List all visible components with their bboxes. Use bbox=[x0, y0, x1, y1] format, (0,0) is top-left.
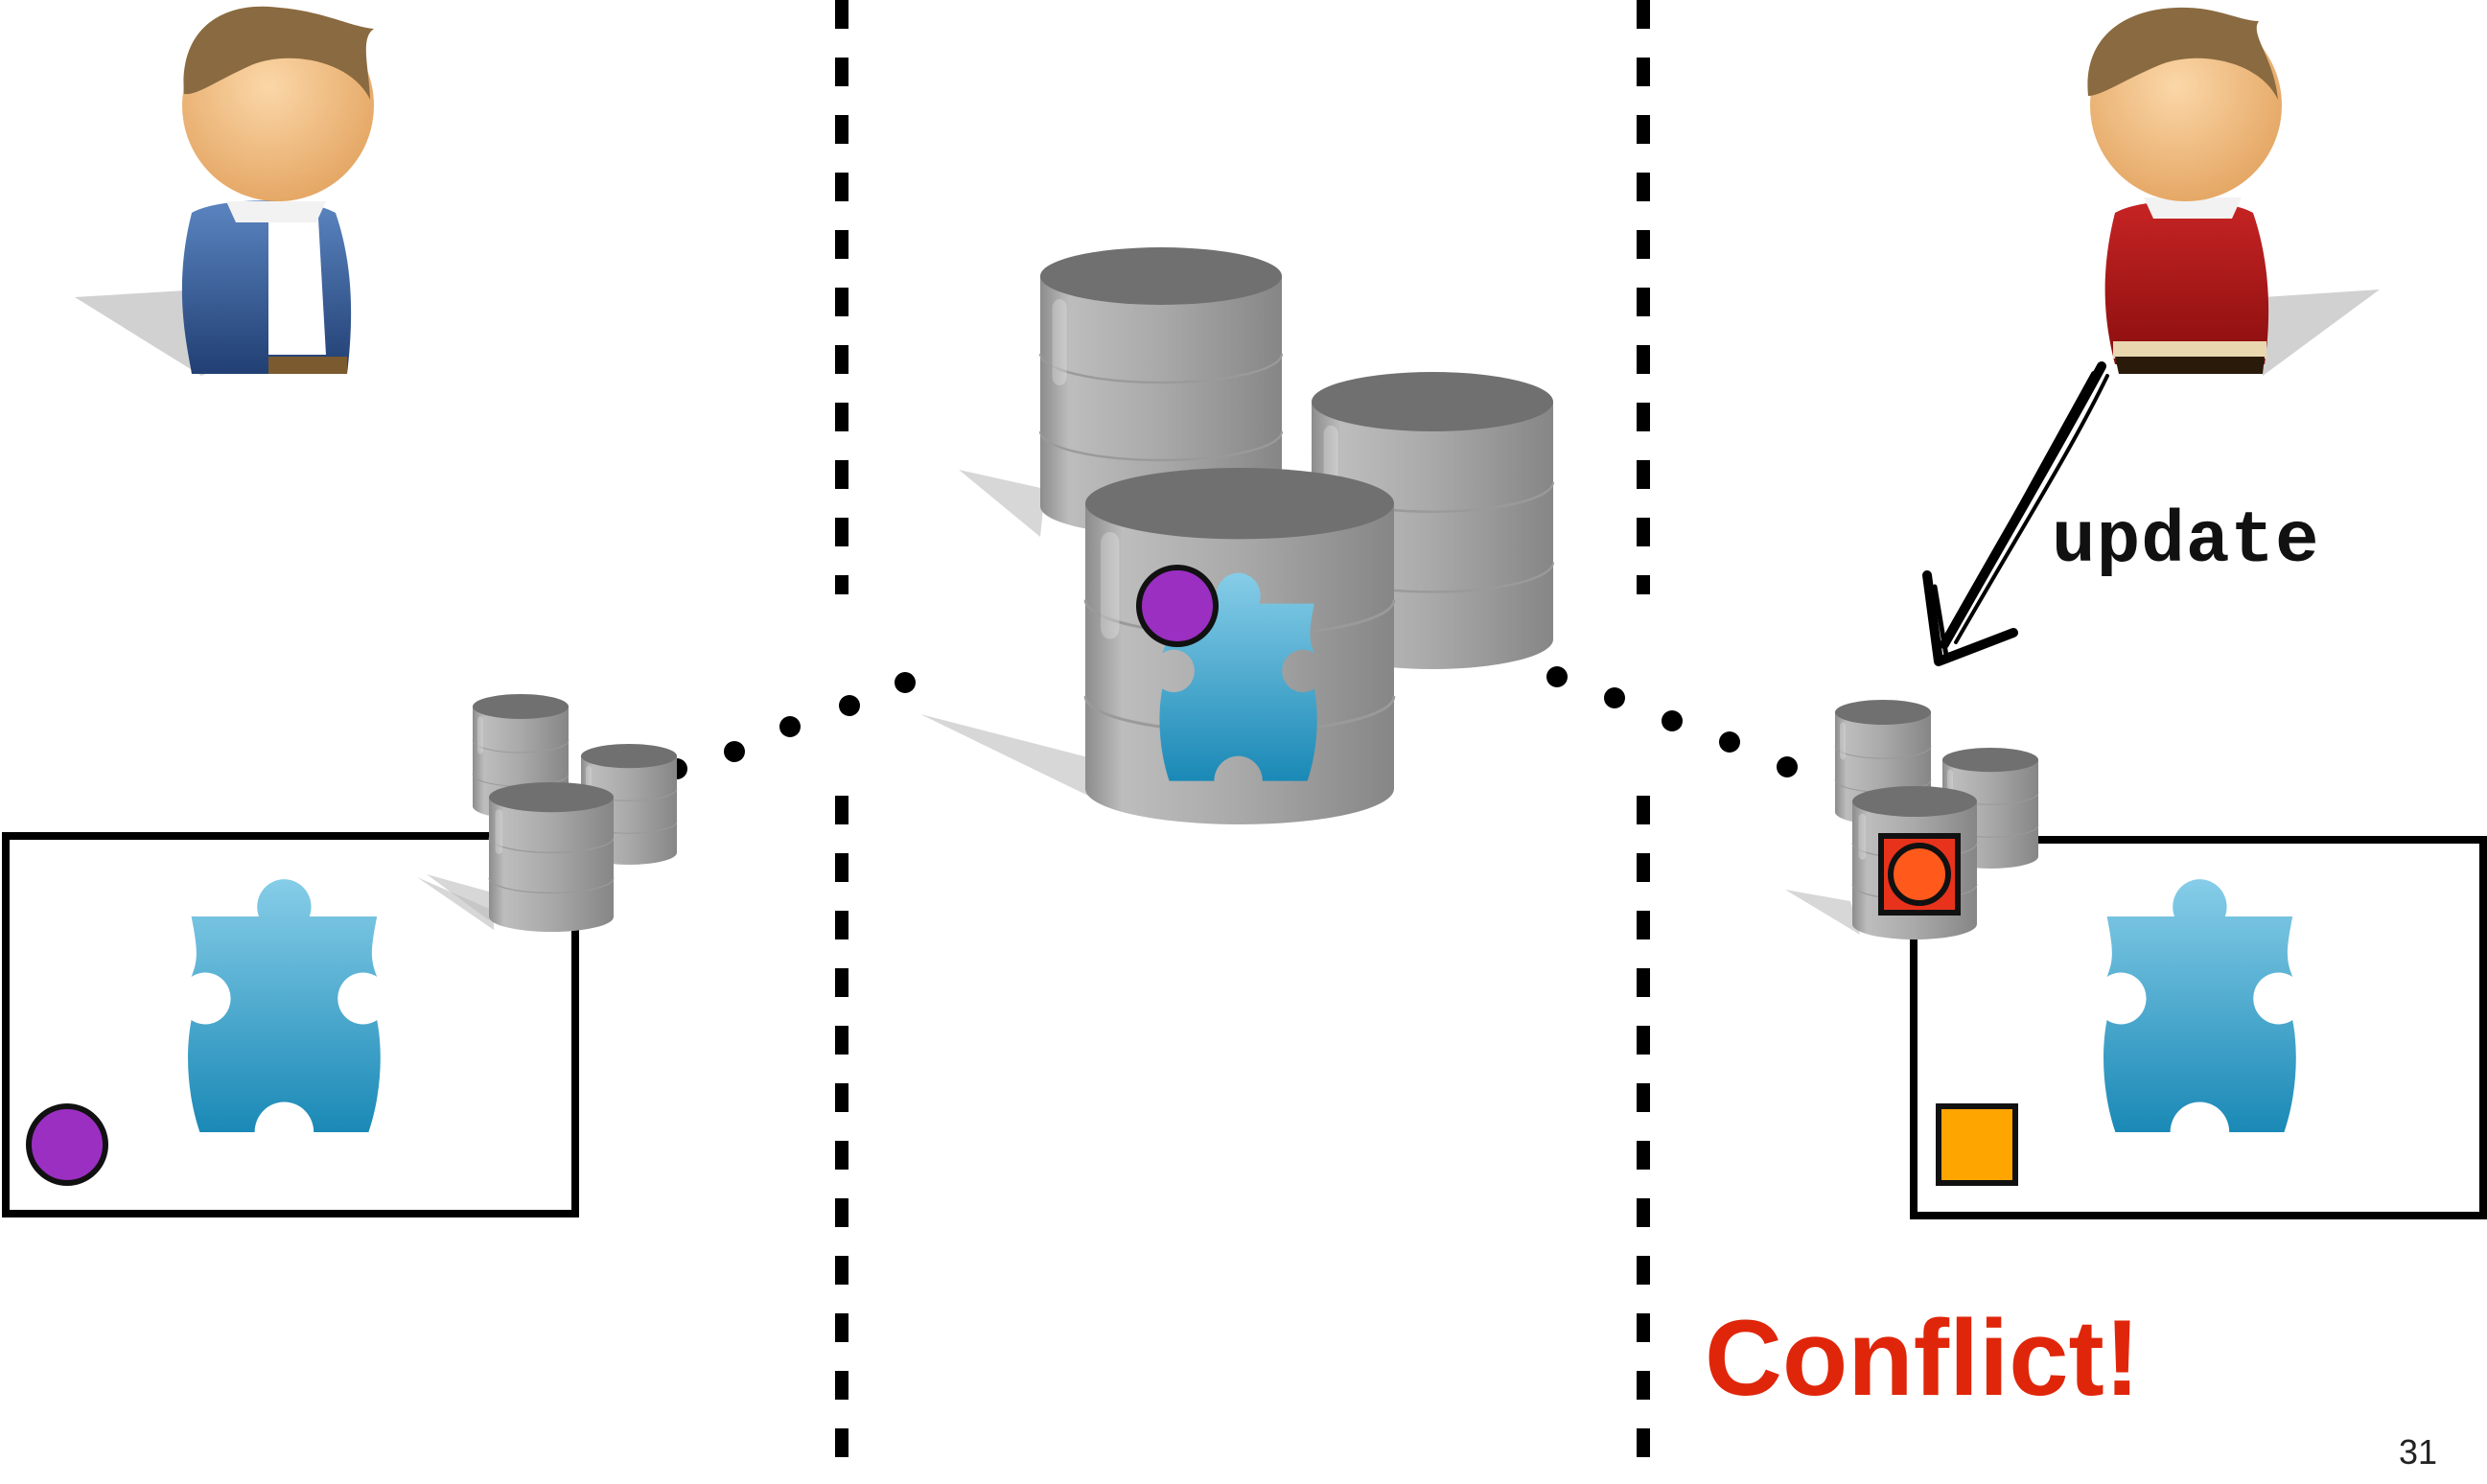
right-local-database-cluster bbox=[1785, 700, 2038, 939]
hand-drawn-arrow-icon bbox=[1922, 361, 2109, 666]
right-local-box bbox=[1910, 836, 2487, 1219]
dotted-connector-right bbox=[1546, 666, 1798, 777]
user-avatar-red-icon bbox=[2087, 7, 2380, 376]
dotted-connector-left bbox=[666, 672, 916, 779]
left-local-box bbox=[2, 832, 579, 1217]
red-circle-icon bbox=[1888, 843, 1951, 906]
puzzle-piece-icon bbox=[2103, 879, 2296, 1132]
purple-circle-icon bbox=[1136, 565, 1219, 647]
central-database-cluster bbox=[920, 247, 1553, 824]
left-local-database-cluster bbox=[417, 694, 677, 932]
conflict-label: Conflict! bbox=[1705, 1298, 2141, 1418]
purple-circle-icon bbox=[26, 1103, 108, 1186]
slide-number: 31 bbox=[2399, 1432, 2438, 1472]
database-cylinder-icon bbox=[489, 782, 614, 932]
puzzle-piece-icon bbox=[188, 879, 381, 1132]
update-label: update bbox=[2052, 500, 2320, 583]
user-avatar-blue-icon bbox=[75, 6, 374, 376]
orange-square-icon bbox=[1936, 1103, 2018, 1186]
